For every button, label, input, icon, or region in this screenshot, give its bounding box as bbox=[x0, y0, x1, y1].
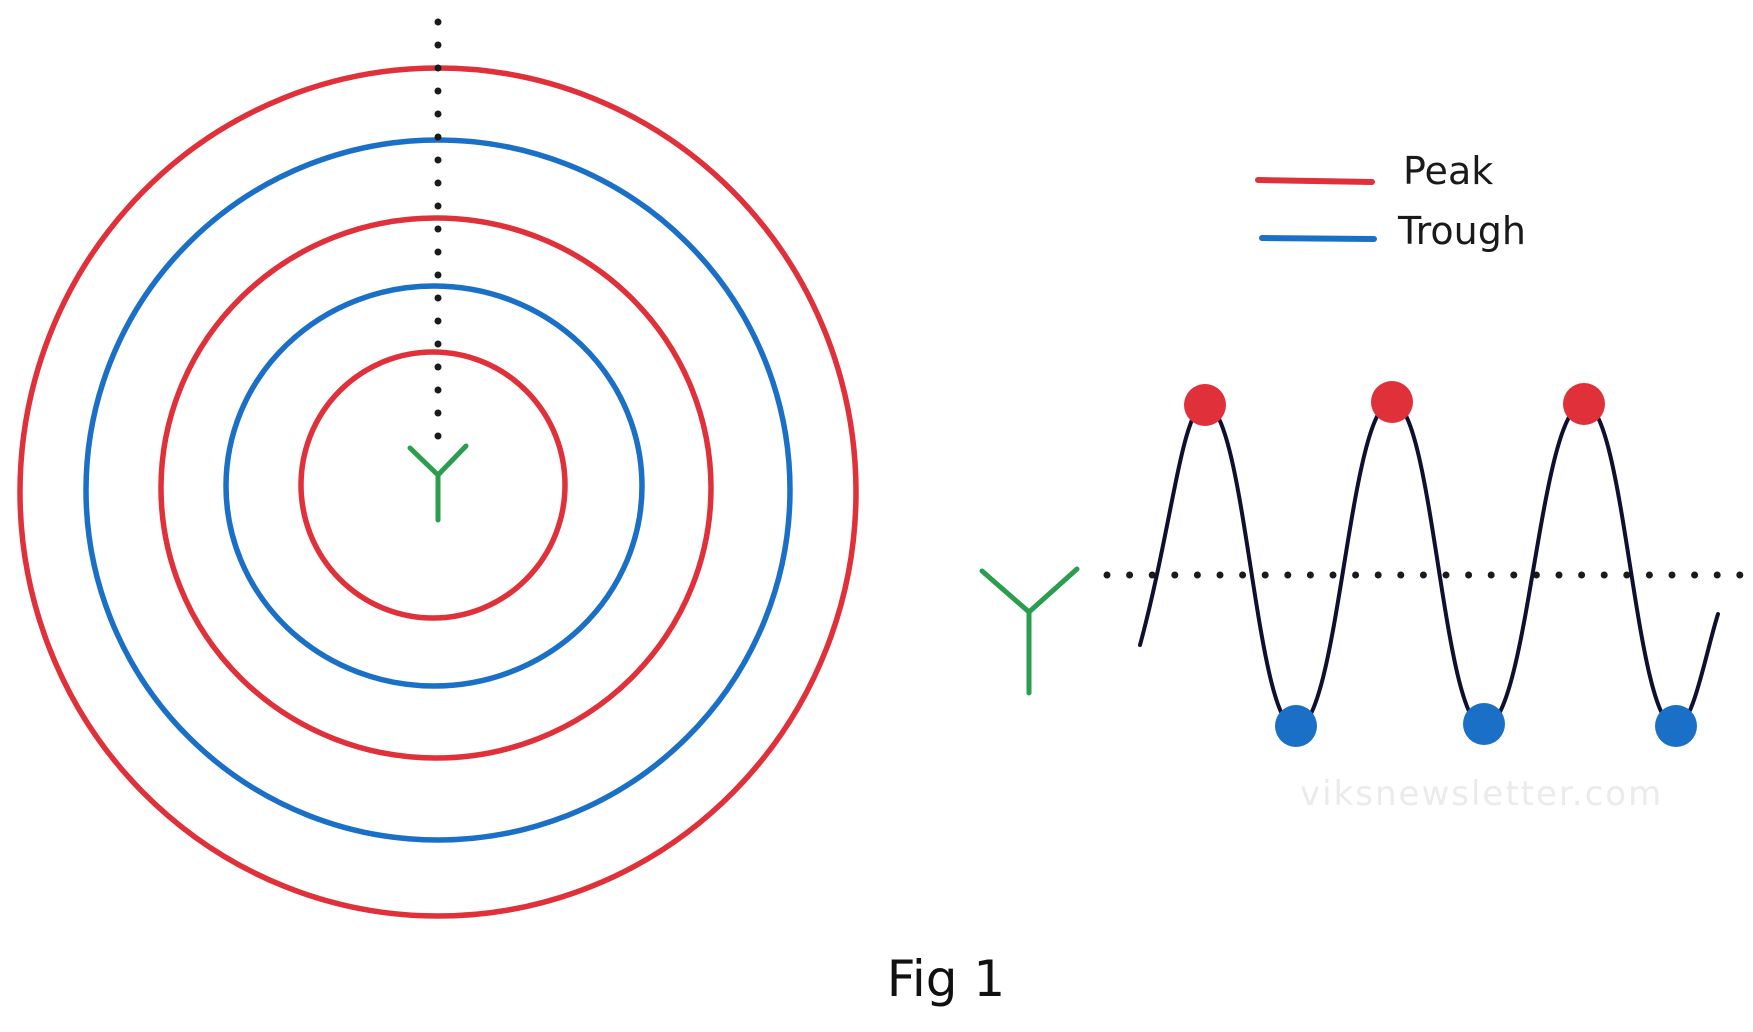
trough-marker-1 bbox=[1275, 705, 1317, 747]
legend-trough-label: Trough bbox=[1397, 209, 1526, 253]
wave-markers bbox=[1184, 381, 1697, 747]
peak-marker-2 bbox=[1371, 381, 1413, 423]
sine-wave bbox=[1138, 399, 1720, 731]
watermark-text: viksnewsletter.com bbox=[1300, 774, 1663, 814]
wavefront-ring-trough bbox=[223, 283, 645, 689]
legend: Peak Trough bbox=[1255, 149, 1526, 253]
figure-caption: Fig 1 bbox=[887, 950, 1005, 1008]
wavefront-ring-peak bbox=[158, 215, 714, 761]
trough-marker-2 bbox=[1463, 703, 1505, 745]
peak-marker-3 bbox=[1563, 383, 1605, 425]
trough-marker-3 bbox=[1655, 705, 1697, 747]
legend-peak-label: Peak bbox=[1403, 149, 1493, 193]
wavefront-ring-peak bbox=[298, 349, 568, 621]
antenna-icon-source bbox=[407, 443, 469, 523]
legend-peak-swatch bbox=[1255, 177, 1375, 185]
antenna-icon-receiver bbox=[979, 566, 1080, 696]
peak-marker-1 bbox=[1184, 384, 1226, 426]
legend-trough-swatch bbox=[1259, 235, 1377, 242]
